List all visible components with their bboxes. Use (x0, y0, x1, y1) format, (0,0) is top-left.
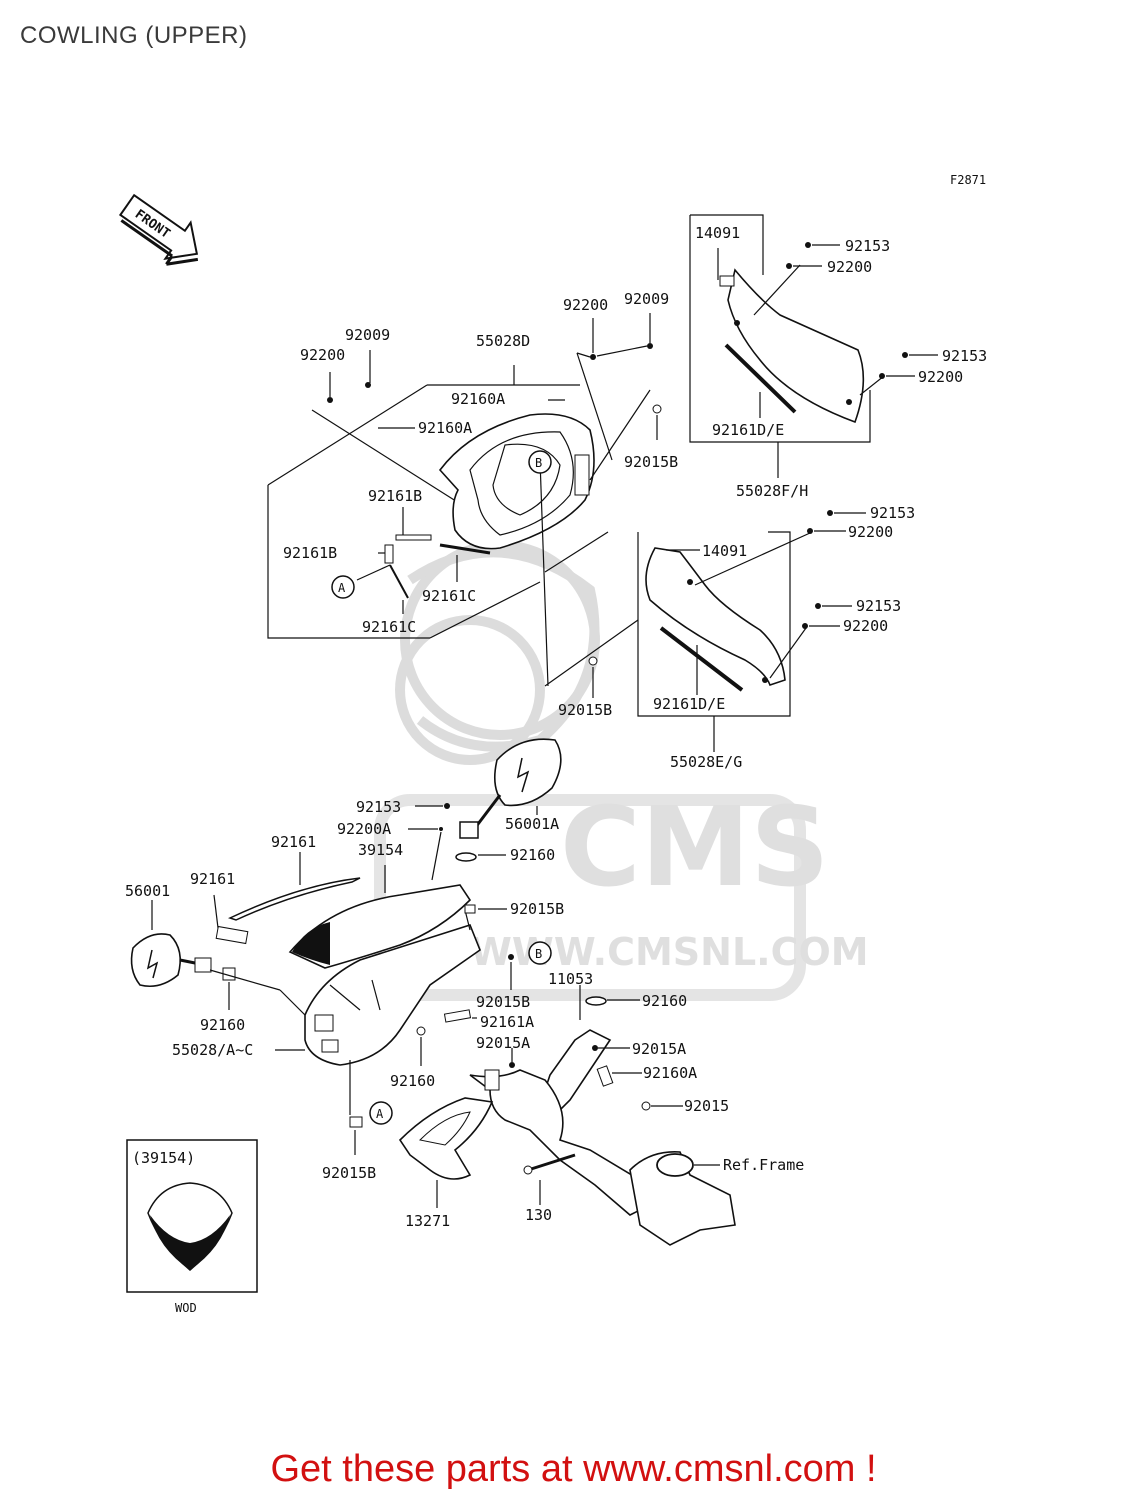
label-ref-frame: Ref.Frame (723, 1156, 804, 1174)
label-92200-1: 92200 (827, 258, 872, 276)
label-92161b-2: 92161B (283, 544, 337, 562)
label-130: 130 (525, 1206, 552, 1224)
label-92161de-mid: 92161D/E (653, 695, 725, 713)
label-92160-3: 92160 (200, 1016, 245, 1034)
label-14091-top: 14091 (695, 224, 740, 242)
inset-code: (39154) (132, 1149, 195, 1167)
label-92153-4: 92153 (856, 597, 901, 615)
label-92200-4: 92200 (563, 296, 608, 314)
label-55028eg: 55028E/G (670, 753, 742, 771)
label-92160-4: 92160 (390, 1072, 435, 1090)
label-92153-2: 92153 (942, 347, 987, 365)
callout-b-circle-bottom: B (528, 941, 552, 965)
label-92161de-top: 92161D/E (712, 421, 784, 439)
label-92015: 92015 (684, 1097, 729, 1115)
label-92153-5: 92153 (356, 798, 401, 816)
callout-a-circle-bottom: A (369, 1101, 393, 1125)
label-92009-1: 92009 (345, 326, 390, 344)
label-92160a-1: 92160A (451, 390, 505, 408)
label-92015b-2: 92015B (558, 701, 612, 719)
label-11053: 11053 (548, 970, 593, 988)
label-13271: 13271 (405, 1212, 450, 1230)
label-92161c-2: 92161C (362, 618, 416, 636)
label-92015a-1: 92015A (476, 1034, 530, 1052)
label-14091-mid: 14091 (702, 542, 747, 560)
svg-text:A: A (338, 581, 346, 595)
label-92160a-3: 92160A (643, 1064, 697, 1082)
parts-diagram: CMS WWW.CMSNL.COM F2871 FRONT 14091 9215… (118, 173, 987, 1315)
svg-text:B: B (535, 947, 542, 961)
side-panel-assembly-eg (544, 510, 866, 752)
cmsnl-promo-footer[interactable]: Get these parts at www.cmsnl.com ! (270, 1448, 877, 1490)
inner-panel-assembly-d (267, 313, 662, 687)
label-92015a-2: 92015A (632, 1040, 686, 1058)
label-92160a-2: 92160A (418, 419, 472, 437)
svg-text:A: A (376, 1107, 384, 1121)
label-92015b-4: 92015B (476, 993, 530, 1011)
label-92200-2: 92200 (918, 368, 963, 386)
callout-a-circle-top: A (331, 575, 355, 599)
label-92161a: 92161A (480, 1013, 534, 1031)
label-92153-3: 92153 (870, 504, 915, 522)
label-92009-2: 92009 (624, 290, 669, 308)
inset-variant-box: (39154) WOD (126, 1139, 258, 1315)
front-arrow-icon: FRONT (118, 193, 199, 266)
label-55028fh: 55028F/H (736, 482, 808, 500)
label-92200a: 92200A (337, 820, 391, 838)
svg-text:B: B (535, 456, 542, 470)
figure-code: F2871 (950, 173, 986, 187)
label-92200-6: 92200 (843, 617, 888, 635)
label-92161-2: 92161 (190, 870, 235, 888)
label-92153-1: 92153 (845, 237, 890, 255)
label-55028ac: 55028/A~C (172, 1041, 253, 1059)
cms-watermark: CMS WWW.CMSNL.COM (374, 540, 869, 1001)
label-92160-1: 92160 (510, 846, 555, 864)
label-56001: 56001 (125, 882, 170, 900)
label-92161c-1: 92161C (422, 587, 476, 605)
label-92015b-5: 92015B (322, 1164, 376, 1182)
inset-caption: WOD (175, 1301, 197, 1315)
label-55028d: 55028D (476, 332, 530, 350)
label-92015b-3: 92015B (510, 900, 564, 918)
label-92200-5: 92200 (848, 523, 893, 541)
label-92200-3: 92200 (300, 346, 345, 364)
label-56001a: 56001A (505, 815, 559, 833)
callout-b-circle-top: B (528, 450, 552, 474)
label-92161-1: 92161 (271, 833, 316, 851)
watermark-brand: CMS (560, 783, 829, 911)
label-92161b-1: 92161B (368, 487, 422, 505)
label-92015b-1: 92015B (624, 453, 678, 471)
label-92160-2: 92160 (642, 992, 687, 1010)
label-39154: 39154 (358, 841, 403, 859)
upper-cowl-assembly (130, 738, 736, 1246)
windscreen-assembly-fh (689, 214, 938, 478)
page-title: COWLING (UPPER) (20, 22, 248, 49)
